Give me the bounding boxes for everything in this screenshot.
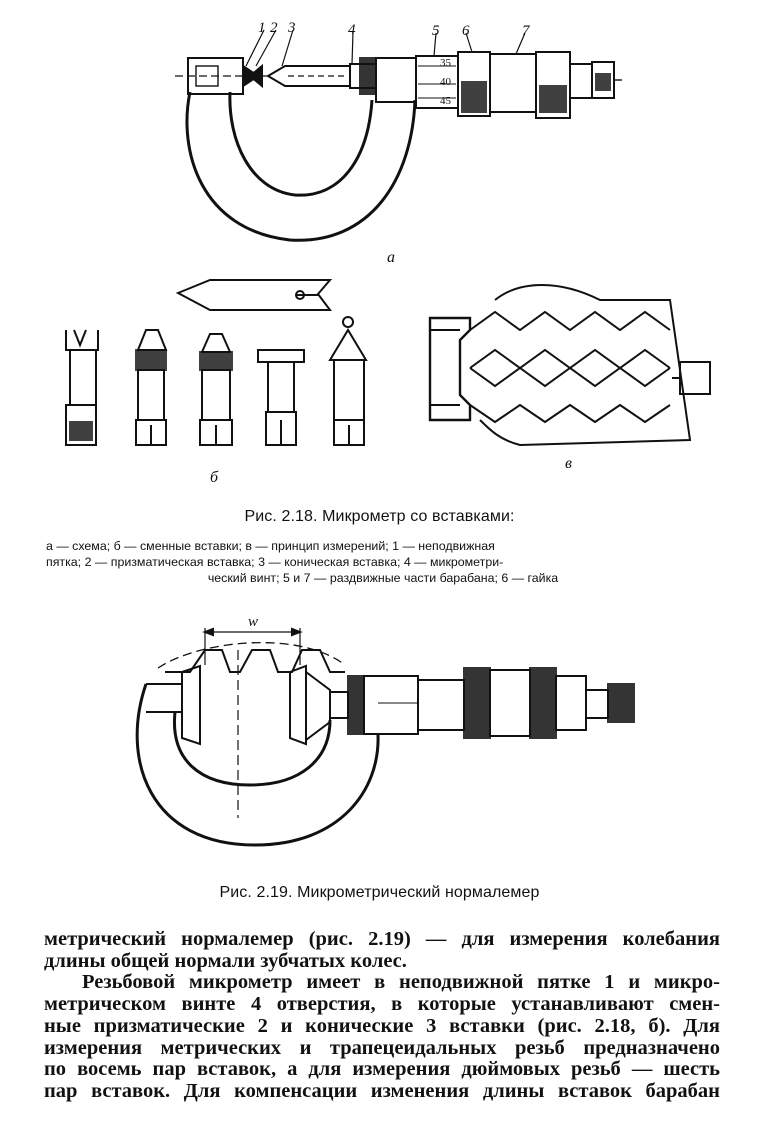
legend-line: ческий винт; 5 и 7 — раздвижные части ба… <box>207 571 559 585</box>
body-line: длины общей нормали зубчатых колес. <box>44 949 407 972</box>
part-number-1: 1 <box>258 20 266 36</box>
figure-2-18v-measuring-principle: в <box>428 284 711 472</box>
figure-2-18-legend: а — схема; б — сменные вставки; в — прин… <box>46 538 720 586</box>
figure-2-19-caption: Рис. 2.19. Микрометрический нормалемер <box>219 884 540 901</box>
part-number-7: 7 <box>522 23 531 39</box>
figure-2-18-caption: Рис. 2.18. Микрометр со вставками: <box>244 508 515 525</box>
body-line: метрический нормалемер (рис. 2.19) — для… <box>44 928 720 950</box>
sub-label-b: б <box>210 469 219 485</box>
body-line: по восемь пар вставок, а для измерения д… <box>44 1058 720 1081</box>
sub-label-a: а <box>387 249 395 266</box>
part-number-5: 5 <box>432 23 440 39</box>
figure-2-18b-inserts: б <box>65 279 368 485</box>
figure-2-19-normal-gauge: w <box>135 614 635 847</box>
part-number-2: 2 <box>270 20 278 36</box>
body-line: метрическом винте 4 отверстия, в которые… <box>44 993 720 1016</box>
figure-2-18a-micrometer-scheme: 1 2 3 4 5 6 7 35 40 45 а <box>175 20 622 266</box>
legend-line: а — схема; б — сменные вставки; в — прин… <box>46 539 495 553</box>
body-line: ные призматические 2 и конические 3 вста… <box>44 1014 720 1037</box>
scale-tick-35: 35 <box>440 57 452 69</box>
part-number-6: 6 <box>462 23 470 39</box>
part-number-3: 3 <box>287 20 296 36</box>
w-dimension-label: w <box>248 614 258 630</box>
body-line: пар вставок. Для компенсации изменения д… <box>44 1079 720 1102</box>
body-line: Резьбовой микрометр имеет в неподвижной … <box>82 971 720 994</box>
body-line: измерения метрических и трапецеидальных … <box>44 1036 720 1059</box>
body-paragraphs: метрический нормалемер (рис. 2.19) — для… <box>44 928 720 1103</box>
scale-tick-45: 45 <box>440 95 452 107</box>
legend-line: пятка; 2 — призматическая вставка; 3 — к… <box>46 555 504 569</box>
sub-label-v: в <box>565 455 572 472</box>
part-number-4: 4 <box>348 22 356 38</box>
scale-tick-40: 40 <box>440 76 452 88</box>
